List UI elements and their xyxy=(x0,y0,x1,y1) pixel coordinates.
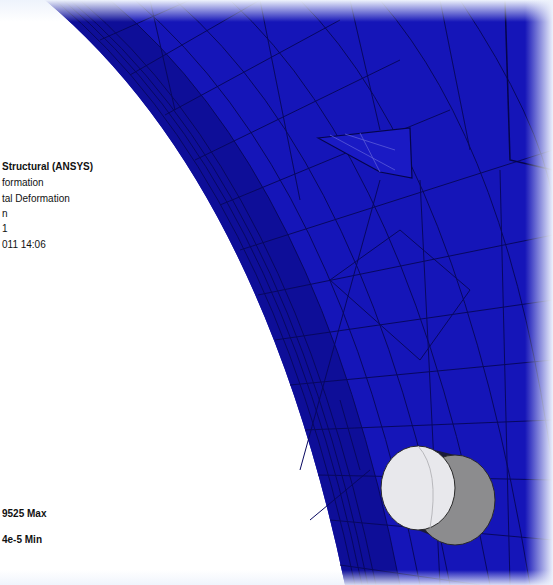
annotation-text: formation xyxy=(2,177,44,189)
inner-band xyxy=(45,0,400,585)
pin xyxy=(381,446,495,545)
annotation-text: 011 14:06 xyxy=(2,239,46,251)
annotation-text: 1 xyxy=(2,223,8,235)
notch xyxy=(318,128,412,178)
mesh-lines xyxy=(55,0,553,585)
legend-value: 4e-5 Min xyxy=(2,534,42,546)
annotation-text: n xyxy=(2,208,8,220)
legend-value: 9525 Max xyxy=(2,508,46,520)
annotation-text: Structural (ANSYS) xyxy=(2,161,93,173)
annotation-text: tal Deformation xyxy=(2,193,70,205)
part-body xyxy=(45,0,553,585)
glow xyxy=(525,0,553,585)
glow xyxy=(0,0,553,22)
glow xyxy=(0,570,553,585)
